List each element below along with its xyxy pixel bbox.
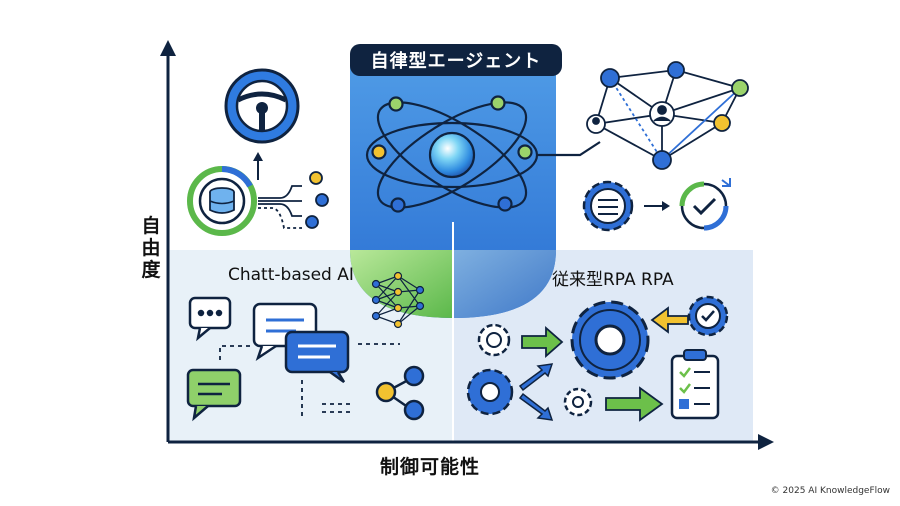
clipboard-checklist-icon [670, 349, 720, 420]
right-arrow-icon [644, 201, 670, 211]
axes [160, 40, 774, 450]
gear-icon [477, 323, 511, 357]
network-icon [586, 61, 749, 170]
steering-wheel-icon [224, 68, 300, 144]
branching-arrows-icon [258, 171, 329, 229]
share-icon [375, 365, 425, 421]
chat-bubble-icon [188, 296, 232, 342]
x-axis-label: 制御可能性 [380, 456, 481, 478]
left-arrow-icon [650, 306, 689, 334]
traditional-rpa-label: 従来型RPA RPA [552, 270, 674, 290]
gear-icon [570, 300, 650, 380]
y-axis-label: 自 由 度 [141, 215, 161, 281]
gear-check-icon [687, 295, 729, 337]
gear-icon [582, 180, 634, 232]
autonomous-agent-region [350, 62, 556, 442]
up-arrow-icon [253, 152, 263, 180]
chat-bubble-icon [284, 330, 350, 384]
gear-icon [466, 368, 514, 416]
chat-based-ai-label: Chatt-based AI [228, 265, 354, 285]
neural-network-icon [371, 271, 425, 329]
database-icon [187, 166, 257, 236]
gear-icon [563, 387, 593, 417]
checkmark-icon [679, 178, 731, 231]
autonomous-agent-label: 自律型エージェント [350, 44, 562, 76]
dashed-connectors [219, 343, 400, 418]
right-arrow-icon [521, 326, 564, 358]
copyright-credit: © 2025 AI KnowledgeFlow [770, 486, 890, 496]
split-arrows-icon [518, 363, 554, 421]
right-arrow-icon [605, 386, 664, 422]
chat-bubble-icon [186, 368, 242, 422]
atom-icon [365, 95, 601, 213]
